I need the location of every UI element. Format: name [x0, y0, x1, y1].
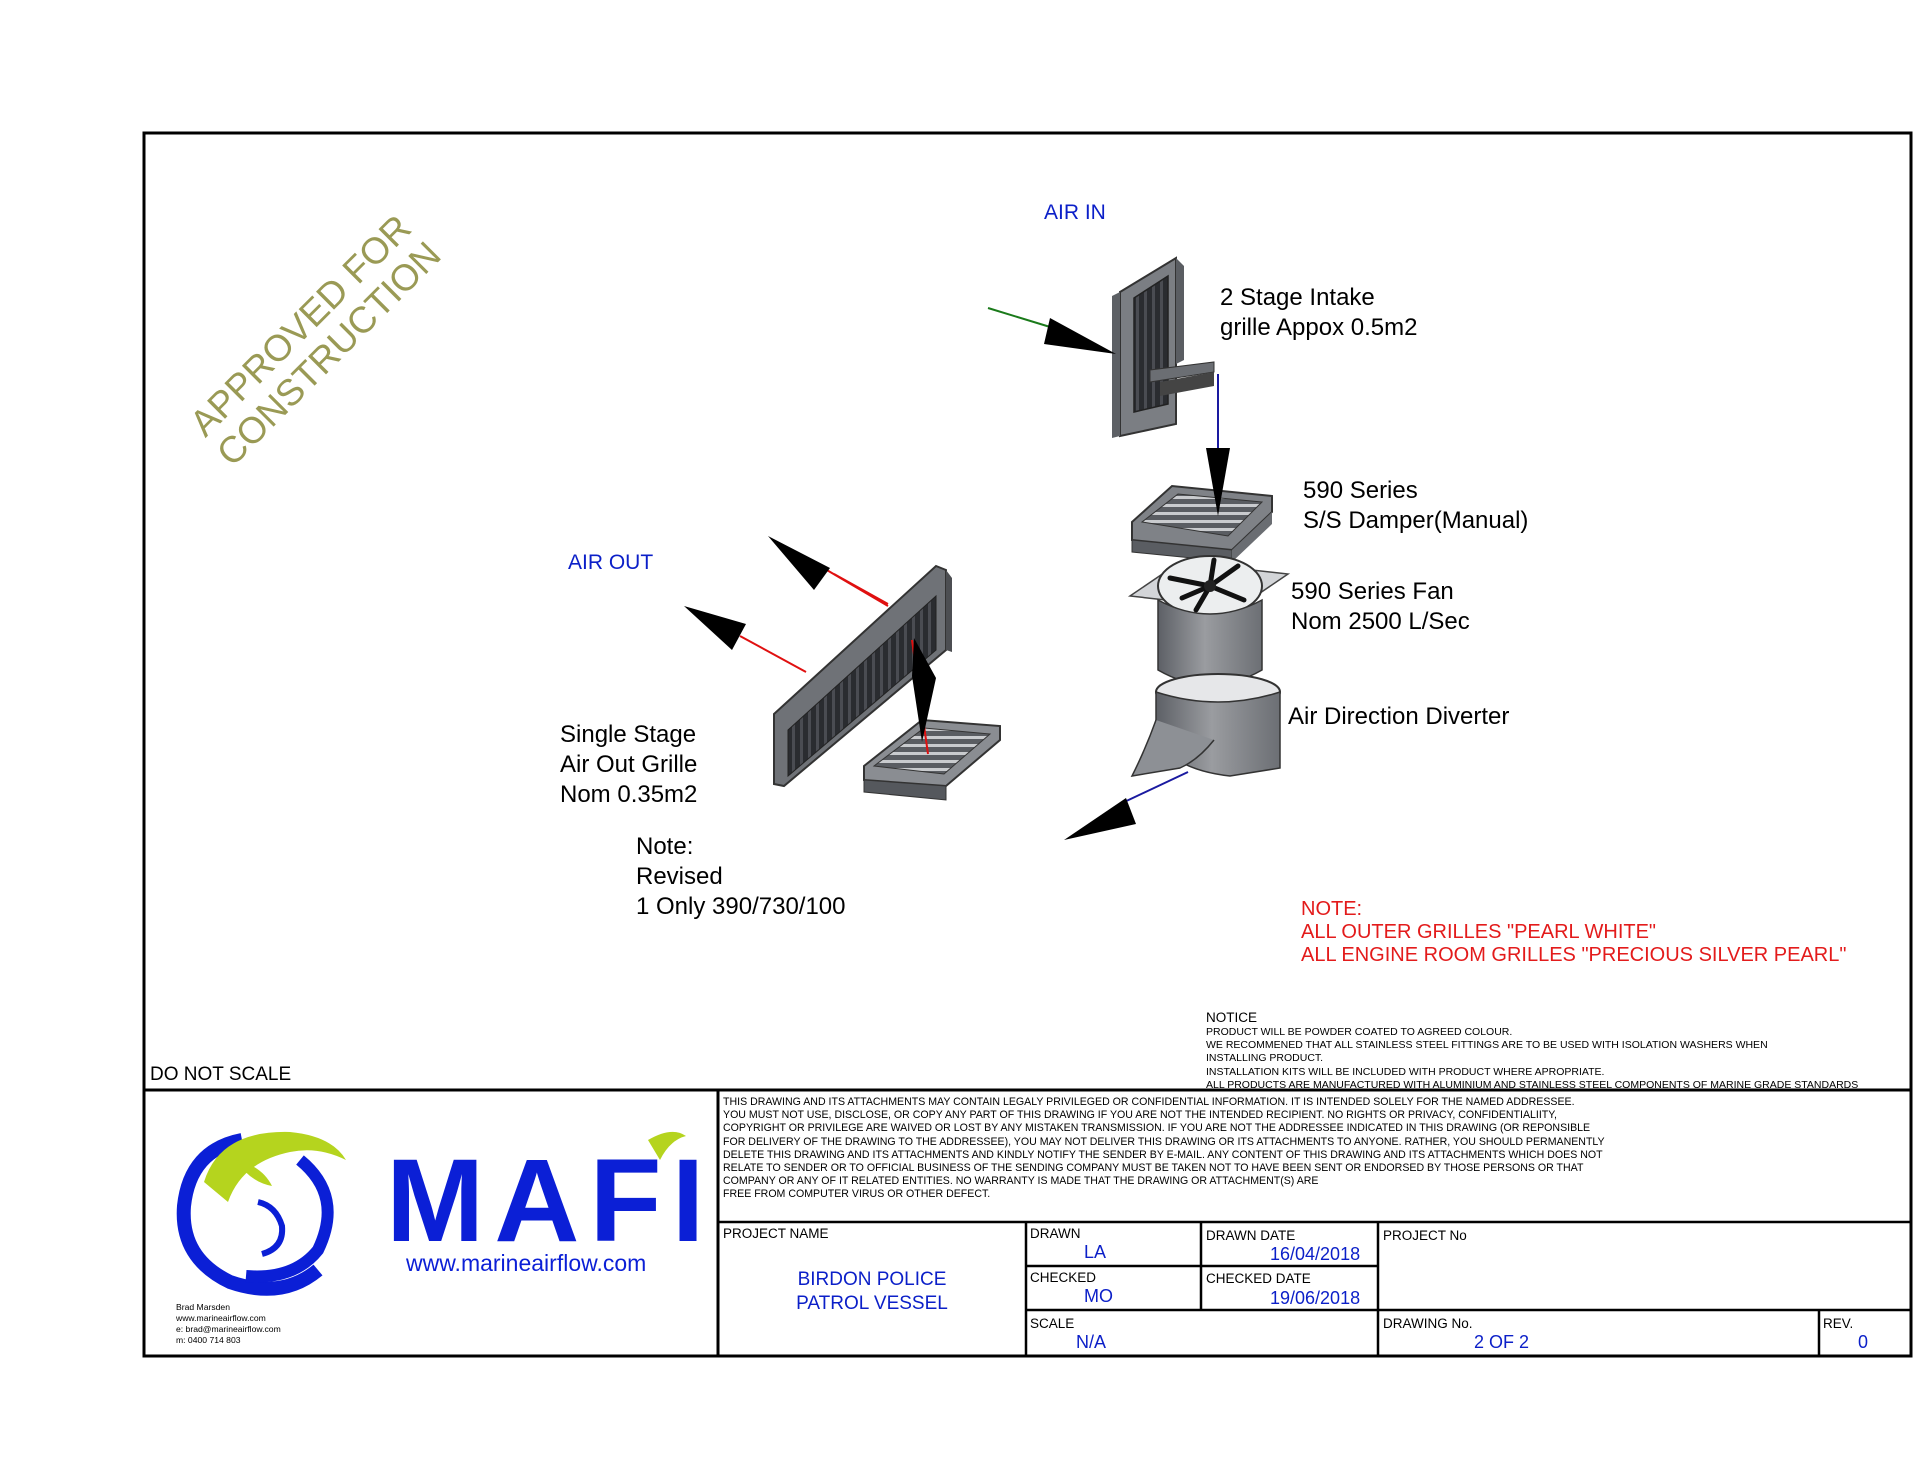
notice-block: NOTICE PRODUCT WILL BE POWDER COATED TO … [1206, 1010, 1858, 1103]
outlet-grille-label: Single Stage Air Out Grille Nom 0.35m2 [560, 721, 698, 808]
scale-label: SCALE [1030, 1316, 1075, 1331]
notice-body: PRODUCT WILL BE POWDER COATED TO AGREED … [1206, 1026, 1859, 1091]
project-name-label: PROJECT NAME [723, 1226, 829, 1241]
fan-label: 590 Series Fan Nom 2500 L/Sec [1291, 578, 1470, 635]
scale-value: N/A [1076, 1332, 1107, 1352]
colour-note-heading: NOTE: [1301, 898, 1363, 920]
title-block-grid [144, 1088, 1911, 1356]
project-name-value: BIRDON POLICE PATROL VESSEL [796, 1269, 948, 1314]
intake-grille-label: 2 Stage Intake grille Appox 0.5m2 [1220, 284, 1418, 341]
damper-label: 590 Series S/S Damper(Manual) [1303, 477, 1529, 534]
checked-date-value: 19/06/2018 [1270, 1288, 1361, 1308]
drawing-no-value: 2 OF 2 [1474, 1332, 1530, 1352]
drawn-value: LA [1084, 1242, 1107, 1262]
air-in-label: AIR IN [1044, 201, 1106, 224]
colour-note-line2: ALL ENGINE ROOM GRILLES "PRECIOUS SILVER… [1301, 944, 1847, 966]
colour-note-line1: ALL OUTER GRILLES "PEARL WHITE" [1301, 921, 1657, 943]
diverter-drawing [1130, 673, 1281, 777]
checked-value: MO [1084, 1286, 1113, 1306]
damper-drawing [1131, 484, 1273, 563]
drawn-label: DRAWN [1030, 1226, 1081, 1241]
drawn-date-label: DRAWN DATE [1206, 1228, 1296, 1243]
project-no-label: PROJECT No [1383, 1228, 1467, 1243]
do-not-scale: DO NOT SCALE [150, 1064, 292, 1085]
logo-wordmark: MAFI [386, 1135, 715, 1267]
rev-value: 0 [1858, 1332, 1869, 1352]
revision-note: Note: Revised 1 Only 390/730/100 [636, 833, 846, 920]
disclaimer-text: THIS DRAWING AND ITS ATTACHMENTS MAY CON… [723, 1096, 1605, 1201]
diverter-label: Air Direction Diverter [1288, 703, 1510, 730]
sheet-border [142, 131, 1913, 1358]
rev-label: REV. [1823, 1316, 1854, 1331]
flow-arrows [684, 307, 1230, 840]
outlet-damper-drawing [863, 718, 1001, 801]
colour-note: NOTE: ALL OUTER GRILLES "PEARL WHITE" AL… [1301, 898, 1846, 967]
notice-heading: NOTICE [1206, 1010, 1258, 1025]
drawn-date-value: 16/04/2018 [1270, 1244, 1361, 1264]
air-out-label: AIR OUT [568, 551, 654, 574]
fan-drawing [1127, 555, 1291, 686]
intake-grille-drawing [1112, 256, 1215, 438]
drawing-no-label: DRAWING No. [1383, 1316, 1473, 1331]
contact-details: Brad Marsden www.marineairflow.com e: br… [176, 1302, 281, 1345]
logo-swirl [176, 1131, 686, 1296]
logo-url: www.marineairflow.com [406, 1250, 647, 1276]
checked-date-label: CHECKED DATE [1206, 1271, 1311, 1286]
checked-label: CHECKED [1030, 1270, 1097, 1285]
outlet-grille-drawing [773, 564, 952, 788]
